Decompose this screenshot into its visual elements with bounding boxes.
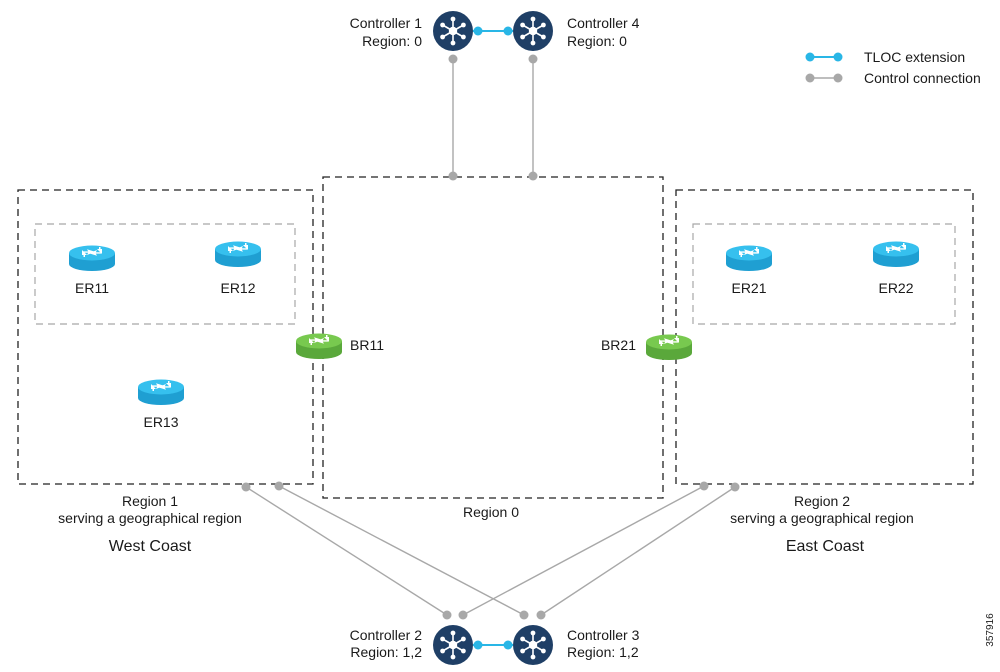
- region-2-area: East Coast: [786, 538, 865, 555]
- router-br11-label: BR11: [350, 337, 384, 353]
- tloc-endpoint: [473, 26, 483, 36]
- legend-tloc-dot: [833, 52, 843, 62]
- control-endpoint: [448, 54, 458, 64]
- router-br11-icon[interactable]: [296, 333, 342, 360]
- region-1-area: West Coast: [109, 538, 192, 555]
- control-line-region2-c2: [462, 485, 705, 616]
- controller-4-name: Controller 4: [567, 15, 640, 31]
- legend-control-label: Control connection: [864, 70, 981, 86]
- region-2-box: [675, 189, 974, 485]
- control-line-region1-c3: [278, 485, 525, 616]
- region-0-title: Region 0: [463, 504, 519, 520]
- controller-3-icon[interactable]: [512, 624, 554, 666]
- tloc-endpoint: [503, 26, 513, 36]
- legend-tloc-dot: [805, 52, 815, 62]
- tloc-endpoint: [503, 640, 513, 650]
- controller-2-icon[interactable]: [432, 624, 474, 666]
- router-er21-icon[interactable]: [726, 245, 772, 272]
- control-endpoint: [528, 54, 538, 64]
- controller-3-region: Region: 1,2: [567, 644, 639, 660]
- region-1-edge-group-box: [34, 223, 296, 325]
- region-1-box: [17, 189, 314, 485]
- legend-control-dot: [833, 73, 843, 83]
- controller-1-icon[interactable]: [432, 10, 474, 52]
- router-er22-icon[interactable]: [873, 241, 919, 268]
- controller-2-region: Region: 1,2: [350, 644, 422, 660]
- controller-2-name: Controller 2: [350, 627, 423, 643]
- control-endpoint: [241, 482, 251, 492]
- router-er13-icon[interactable]: [138, 379, 184, 406]
- control-endpoints: [241, 54, 740, 620]
- control-endpoint: [274, 481, 284, 491]
- control-line-region1-c2: [245, 486, 448, 616]
- router-er21-label: ER21: [731, 280, 766, 296]
- tloc-links: [473, 26, 513, 650]
- region-1-subtitle: serving a geographical region: [58, 510, 242, 526]
- control-endpoint: [448, 171, 458, 181]
- legend-tloc-label: TLOC extension: [864, 49, 965, 65]
- control-endpoint: [458, 610, 468, 620]
- control-line-region2-c3: [540, 486, 736, 616]
- controller-4-region: Region: 0: [567, 33, 627, 49]
- region-1-title: Region 1: [122, 493, 178, 509]
- figure-id: 357916: [985, 613, 996, 647]
- router-er22-label: ER22: [878, 280, 913, 296]
- router-er11-label: ER11: [75, 280, 109, 296]
- control-endpoint: [519, 610, 529, 620]
- controller-1-region: Region: 0: [362, 33, 422, 49]
- control-endpoint: [442, 610, 452, 620]
- router-er12-label: ER12: [220, 280, 255, 296]
- router-br21-icon[interactable]: [646, 334, 692, 361]
- controller-4-icon[interactable]: [512, 10, 554, 52]
- router-er12-icon[interactable]: [215, 241, 261, 268]
- region-2-edge-group-box: [692, 223, 956, 325]
- control-endpoint: [536, 610, 546, 620]
- control-endpoint: [699, 481, 709, 491]
- legend: TLOC extension Control connection: [805, 49, 981, 86]
- region-2-subtitle: serving a geographical region: [730, 510, 914, 526]
- router-er13-label: ER13: [143, 414, 178, 430]
- router-br21-label: BR21: [601, 337, 636, 353]
- control-connections: [245, 58, 736, 616]
- legend-control-dot: [805, 73, 815, 83]
- tloc-endpoint: [473, 640, 483, 650]
- control-endpoint: [528, 171, 538, 181]
- region-0-box: [322, 176, 664, 499]
- router-er11-icon[interactable]: [69, 245, 115, 272]
- controller-3-name: Controller 3: [567, 627, 640, 643]
- controller-1-name: Controller 1: [350, 15, 423, 31]
- control-endpoint: [730, 482, 740, 492]
- region-2-title: Region 2: [794, 493, 850, 509]
